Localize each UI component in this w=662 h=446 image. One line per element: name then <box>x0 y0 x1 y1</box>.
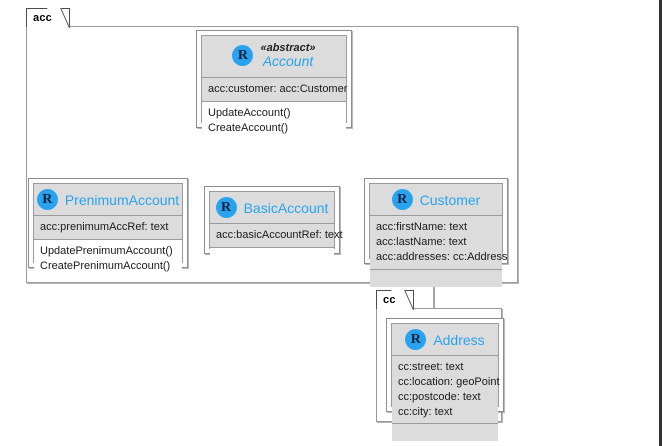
class-account-attributes: acc:customer: acc:Customer <box>202 77 348 102</box>
class-badge-icon: R <box>215 197 237 218</box>
class-account-frame: R «abstract» Account acc:customer: acc:C… <box>201 35 348 140</box>
class-badge-icon: R <box>232 45 254 67</box>
package-cc-tab: cc <box>376 290 414 309</box>
class-address-frame: R Address cc:street: text cc:location: g… <box>391 323 500 442</box>
attribute-row: cc:city: text <box>398 405 453 418</box>
attribute-row: acc:customer: acc:Customer <box>208 82 348 95</box>
operation-row: CreateAccount() <box>208 121 289 134</box>
package-acc-tab: acc <box>26 8 70 27</box>
class-account-name: Account <box>262 53 314 70</box>
class-customer-attributes: acc:firstName: text acc:lastName: text a… <box>370 216 508 270</box>
class-account-title: «abstract» Account <box>260 42 315 70</box>
class-prenimum-account[interactable]: R PrenimumAccount acc:prenimumAccRef: te… <box>28 178 188 278</box>
class-customer-operations <box>370 269 502 287</box>
class-prenimum-account-attributes: acc:prenimumAccRef: text <box>34 216 182 240</box>
class-address-header: R Address <box>392 324 498 356</box>
class-prenimum-account-operations: UpdatePrenimumAccount() CreatePrenimumAc… <box>34 239 182 278</box>
class-address-name: Address <box>433 331 485 348</box>
attribute-row: acc:addresses: cc:Address <box>376 250 508 263</box>
class-customer-name: Customer <box>419 191 481 208</box>
class-basic-account-operations <box>210 247 334 265</box>
operation-row: UpdateAccount() <box>208 106 291 119</box>
class-prenimum-account-frame: R PrenimumAccount acc:prenimumAccRef: te… <box>33 183 183 278</box>
attribute-row: cc:postcode: text <box>398 390 481 403</box>
class-basic-account[interactable]: R BasicAccount acc:basicAccountRef: text <box>204 186 343 265</box>
class-basic-account-attributes: acc:basicAccountRef: text <box>210 224 343 248</box>
class-customer-frame: R Customer acc:firstName: text acc:lastN… <box>369 183 507 287</box>
operation-row: UpdatePrenimumAccount() <box>40 244 173 257</box>
attribute-row: cc:street: text <box>398 361 464 373</box>
class-prenimum-account-name: PrenimumAccount <box>64 191 180 208</box>
class-account-header: R «abstract» Account <box>202 36 346 78</box>
attribute-row: acc:firstName: text <box>376 221 468 233</box>
class-customer[interactable]: R Customer acc:firstName: text acc:lastN… <box>364 178 508 287</box>
package-acc-label: acc <box>33 12 52 24</box>
class-address-attributes: cc:street: text cc:location: geoPoint cc… <box>392 356 500 425</box>
class-account-operations: UpdateAccount() CreateAccount() <box>202 101 346 140</box>
package-cc-label: cc <box>383 294 396 306</box>
class-badge-icon: R <box>405 329 427 350</box>
class-prenimum-account-header: R PrenimumAccount <box>34 184 182 216</box>
attribute-row: acc:lastName: text <box>376 235 467 248</box>
class-badge-icon: R <box>391 189 413 210</box>
attribute-row: cc:location: geoPoint <box>398 375 500 388</box>
attribute-row: acc:prenimumAccRef: text <box>40 221 169 233</box>
class-address[interactable]: R Address cc:street: text cc:location: g… <box>386 318 504 442</box>
class-basic-account-header: R BasicAccount <box>210 192 334 224</box>
class-account-stereotype: «abstract» <box>260 42 316 54</box>
class-customer-header: R Customer <box>370 184 502 216</box>
class-basic-account-frame: R BasicAccount acc:basicAccountRef: text <box>209 191 343 265</box>
class-basic-account-name: BasicAccount <box>243 199 329 216</box>
class-address-operations <box>392 424 498 442</box>
attribute-row: acc:basicAccountRef: text <box>216 229 343 241</box>
class-account[interactable]: R «abstract» Account acc:customer: acc:C… <box>196 30 352 140</box>
class-badge-icon: R <box>36 189 58 210</box>
operation-row: CreatePrenimumAccount() <box>40 259 171 272</box>
